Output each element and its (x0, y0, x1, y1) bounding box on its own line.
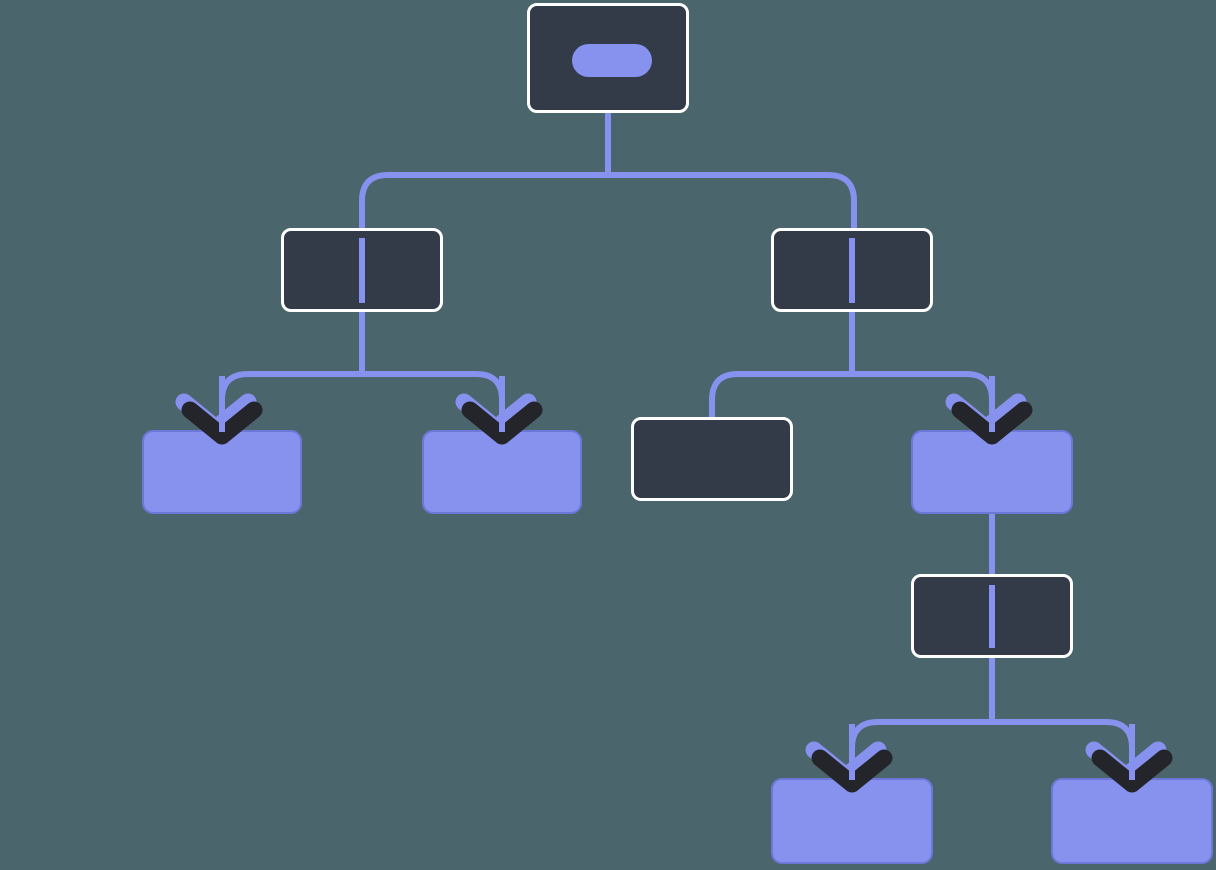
tree-node-n-sub-branch[interactable] (911, 574, 1073, 658)
tree-node-n-left-branch[interactable] (281, 228, 443, 312)
tree-node-n-leaf-2[interactable] (422, 430, 582, 514)
tree-node-n-leaf-3-dark[interactable] (631, 417, 793, 501)
tree-node-n-leaf-5[interactable] (771, 778, 933, 864)
root-node-pill-badge (572, 44, 652, 77)
tree-node-n-right-branch[interactable] (771, 228, 933, 312)
tree-node-n-leaf-1[interactable] (142, 430, 302, 514)
edge-connector (359, 172, 857, 312)
tree-node-n-leaf-4[interactable] (911, 430, 1073, 514)
tree-node-root[interactable] (527, 3, 689, 113)
tree-node-n-leaf-6[interactable] (1051, 778, 1213, 864)
